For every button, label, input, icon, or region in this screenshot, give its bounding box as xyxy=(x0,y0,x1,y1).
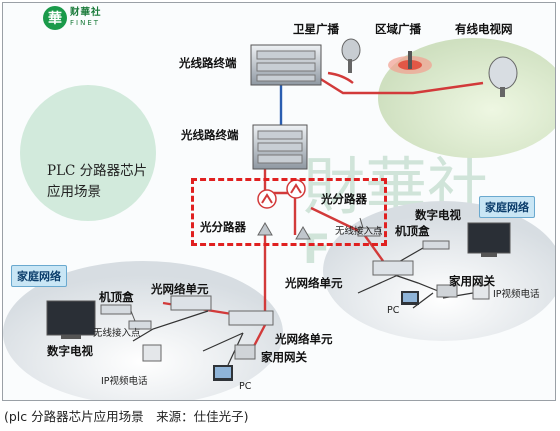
left-pc-icon xyxy=(213,365,233,381)
splitter-right-icon xyxy=(286,179,306,199)
left-ap-icon xyxy=(128,310,152,330)
left-ipphone-icon xyxy=(142,344,162,362)
right-ap-label: 无线接入点 xyxy=(335,226,383,237)
left-onu-icon xyxy=(170,295,274,326)
left-ap-label: 无线接入点 xyxy=(93,328,141,339)
right-gateway-icon xyxy=(436,284,458,298)
right-ipphone-label: IP视频电话 xyxy=(493,289,540,300)
satellite-dish-icon xyxy=(341,38,361,73)
splitter-right-arrow-icon xyxy=(295,226,311,240)
home-network-tag-right: 家庭网络 xyxy=(479,196,535,218)
left-tv-label: 数字电视 xyxy=(47,344,93,358)
right-ipphone-icon xyxy=(472,284,490,300)
left-gateway-label: 家用网关 xyxy=(261,350,307,364)
figure-caption: (plc 分路器芯片应用场景 来源：仕佳光子) xyxy=(4,409,249,424)
olt-2-label: 光线路终端 xyxy=(181,128,239,142)
left-onu-2-label: 光网络单元 xyxy=(275,332,333,346)
right-ap-icon xyxy=(357,217,381,237)
satellite-broadcast-label: 卫星广播 xyxy=(293,22,339,36)
right-tv-label: 数字电视 xyxy=(415,208,461,222)
olt-rack-2-icon xyxy=(252,124,308,170)
olt-1-label: 光线路终端 xyxy=(179,56,237,70)
plc-highlight-box xyxy=(191,178,387,246)
left-ipphone-label: IP视频电话 xyxy=(101,376,148,387)
olt-rack-1-icon xyxy=(250,44,322,86)
left-pc-label: PC xyxy=(239,381,252,392)
right-onu-icon xyxy=(372,260,414,276)
left-tv-icon xyxy=(46,300,96,339)
plc-scene-label: PLC 分路器芯片应用场景 xyxy=(47,163,148,200)
splitter-left-label: 光分路器 xyxy=(200,220,246,234)
splitter-left-icon xyxy=(257,189,277,209)
regional-broadcast-label: 区域广播 xyxy=(375,22,421,36)
right-pc-icon xyxy=(401,291,419,305)
cable-tv-label: 有线电视网 xyxy=(455,22,513,36)
left-gateway-icon xyxy=(234,344,256,360)
right-stb-icon xyxy=(422,240,450,250)
regional-antenna-icon xyxy=(388,51,432,74)
diagram-graphics: 財華社 FINET xyxy=(3,38,555,400)
left-onu-label: 光网络单元 xyxy=(151,282,209,296)
right-pc-label: PC xyxy=(387,305,400,316)
right-tv-icon xyxy=(467,222,511,257)
cable-dish-icon xyxy=(488,56,518,97)
logo-en: FINET xyxy=(70,19,101,27)
right-onu-label: 光网络单元 xyxy=(285,276,343,290)
right-stb-label: 机顶盒 xyxy=(395,224,430,238)
left-stb-icon xyxy=(100,304,132,315)
splitter-right-label: 光分路器 xyxy=(321,192,367,206)
logo-cn: 财華社 xyxy=(70,7,102,18)
home-network-tag-left: 家庭网络 xyxy=(11,265,67,287)
left-home-dome xyxy=(3,261,283,400)
splitter-left-arrow-icon xyxy=(257,222,273,236)
right-gateway-label: 家用网关 xyxy=(449,274,495,288)
finet-logo: 華 财華社 FINET xyxy=(43,6,108,30)
logo-badge: 華 xyxy=(43,6,67,30)
broadcast-dome xyxy=(378,38,555,158)
diagram-frame: 財華社 FINET xyxy=(2,2,556,401)
left-stb-label: 机顶盒 xyxy=(99,290,134,304)
